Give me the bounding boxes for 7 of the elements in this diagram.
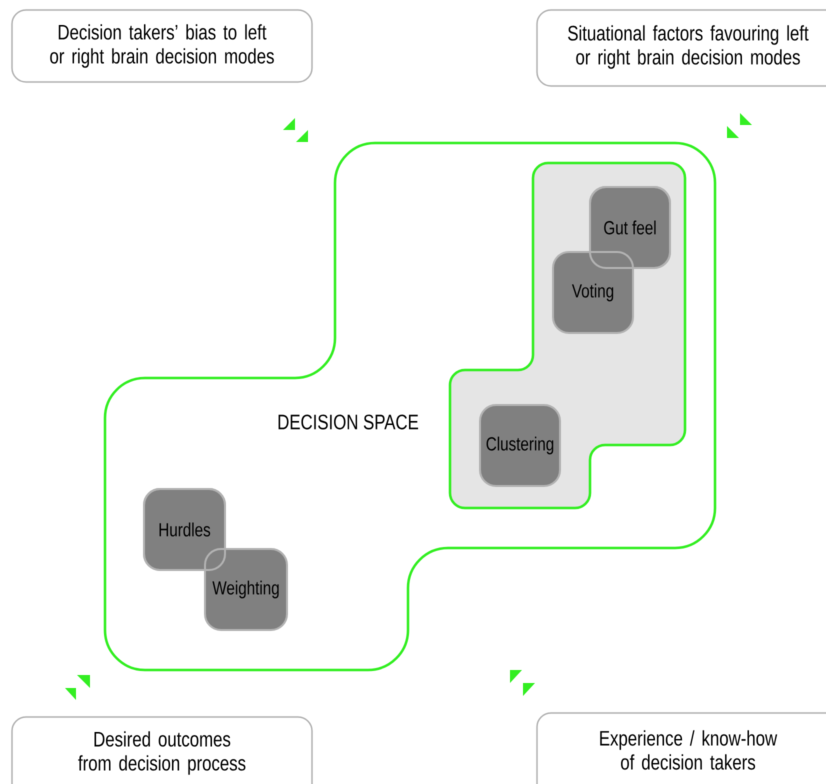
text-box: Decision takers’ bias to left or right brain decision modes: [11, 9, 313, 83]
method-box: Voting: [552, 251, 634, 334]
method-box: Clustering: [479, 404, 561, 487]
text-box: Situational factors favouring left or right brain decision modes: [536, 9, 826, 87]
text-box: Experience / know-how of decision takers: [536, 712, 826, 784]
text-box: Desired outcomes from decision process: [11, 716, 313, 784]
method-box: Weighting: [204, 548, 288, 631]
